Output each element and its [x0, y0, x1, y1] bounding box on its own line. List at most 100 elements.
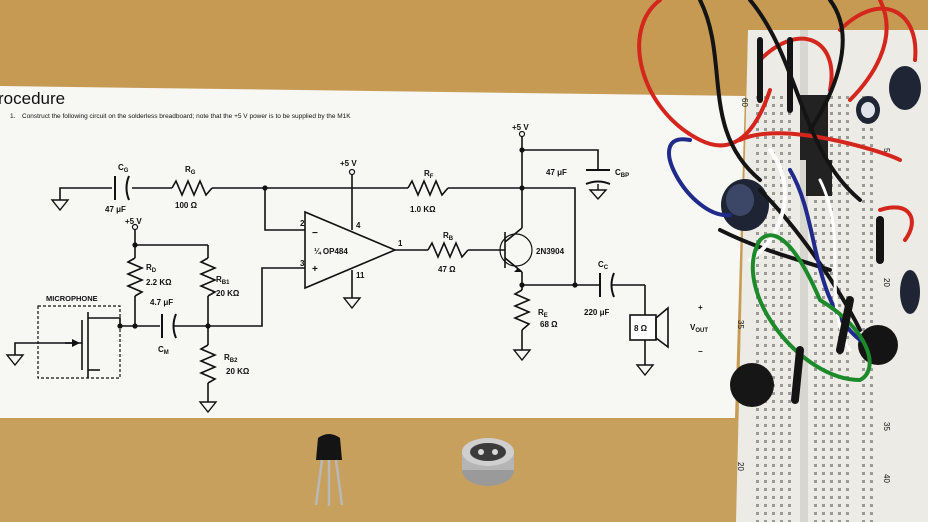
breadboard-hole — [756, 256, 759, 259]
breadboard-hole — [780, 392, 783, 395]
breadboard-hole — [846, 360, 849, 363]
breadboard-hole — [830, 232, 833, 235]
breadboard-hole — [846, 160, 849, 163]
breadboard-hole — [780, 424, 783, 427]
breadboard-hole — [870, 240, 873, 243]
breadboard-hole — [814, 456, 817, 459]
breadboard-hole — [870, 512, 873, 515]
breadboard-hole — [846, 264, 849, 267]
breadboard-hole — [822, 464, 825, 467]
breadboard-hole — [780, 280, 783, 283]
breadboard-hole — [870, 304, 873, 307]
breadboard-hole — [870, 400, 873, 403]
breadboard-hole — [780, 288, 783, 291]
breadboard-hole — [756, 480, 759, 483]
breadboard-hole — [862, 408, 865, 411]
row-label-20b: 20 — [736, 462, 745, 471]
breadboard-hole — [846, 368, 849, 371]
breadboard-hole — [870, 312, 873, 315]
breadboard-hole — [862, 224, 865, 227]
breadboard-hole — [814, 368, 817, 371]
step-number: 1. — [10, 113, 16, 120]
breadboard-hole — [830, 264, 833, 267]
breadboard-hole — [846, 152, 849, 155]
breadboard-hole — [780, 496, 783, 499]
breadboard-hole — [764, 456, 767, 459]
breadboard-hole — [846, 384, 849, 387]
breadboard-hole — [862, 432, 865, 435]
breadboard-hole — [780, 128, 783, 131]
breadboard-hole — [788, 120, 791, 123]
row-label-40: 40 — [882, 474, 891, 483]
breadboard-hole — [780, 400, 783, 403]
breadboard-hole — [814, 512, 817, 515]
breadboard-hole — [830, 224, 833, 227]
breadboard-hole — [764, 352, 767, 355]
breadboard-hole — [780, 352, 783, 355]
breadboard-hole — [870, 216, 873, 219]
breadboard-hole — [756, 312, 759, 315]
breadboard-hole — [830, 480, 833, 483]
breadboard-hole — [764, 272, 767, 275]
breadboard-hole — [838, 512, 841, 515]
breadboard-hole — [822, 488, 825, 491]
board-buzzer — [730, 363, 774, 407]
breadboard-hole — [780, 368, 783, 371]
breadboard-hole — [870, 192, 873, 195]
breadboard-hole — [788, 472, 791, 475]
breadboard-hole — [838, 216, 841, 219]
breadboard-hole — [838, 496, 841, 499]
breadboard-hole — [830, 128, 833, 131]
breadboard-hole — [814, 360, 817, 363]
breadboard-hole — [756, 432, 759, 435]
breadboard-hole — [838, 520, 841, 522]
breadboard-hole — [764, 136, 767, 139]
breadboard-hole — [830, 496, 833, 499]
rb1-label: R — [216, 275, 222, 284]
breadboard-hole — [756, 112, 759, 115]
svg-text:RB: RB — [443, 231, 454, 242]
breadboard-hole — [814, 472, 817, 475]
breadboard-hole — [756, 496, 759, 499]
breadboard-hole — [846, 208, 849, 211]
breadboard-hole — [788, 232, 791, 235]
pin1: 1 — [398, 239, 403, 248]
breadboard-hole — [830, 112, 833, 115]
breadboard-hole — [772, 512, 775, 515]
breadboard-hole — [830, 504, 833, 507]
breadboard-hole — [756, 280, 759, 283]
breadboard-hole — [838, 416, 841, 419]
breadboard-hole — [788, 384, 791, 387]
breadboard-hole — [780, 256, 783, 259]
breadboard-hole — [846, 168, 849, 171]
breadboard-hole — [780, 184, 783, 187]
breadboard-hole — [846, 504, 849, 507]
breadboard-hole — [846, 224, 849, 227]
rf-sub: F — [430, 174, 434, 180]
breadboard-hole — [830, 456, 833, 459]
breadboard-hole — [788, 144, 791, 147]
breadboard-hole — [862, 504, 865, 507]
speaker-symbol — [629, 314, 657, 341]
breadboard-hole — [788, 408, 791, 411]
vout-sub: OUT — [695, 328, 708, 334]
breadboard-hole — [756, 320, 759, 323]
breadboard-hole — [756, 152, 759, 155]
breadboard-hole — [772, 160, 775, 163]
jumper-wires — [637, 0, 918, 404]
breadboard-hole — [788, 272, 791, 275]
breadboard-hole — [756, 160, 759, 163]
rd-sub: D — [152, 268, 157, 274]
breadboard-hole — [838, 472, 841, 475]
breadboard-hole — [870, 416, 873, 419]
breadboard-hole — [780, 312, 783, 315]
opamp-minus: − — [312, 228, 318, 239]
breadboard-hole — [788, 520, 791, 522]
breadboard-hole — [772, 424, 775, 427]
breadboard-hole — [772, 280, 775, 283]
breadboard-hole — [788, 368, 791, 371]
breadboard-hole — [780, 160, 783, 163]
breadboard-hole — [870, 376, 873, 379]
breadboard-hole — [814, 208, 817, 211]
svg-text:CC: CC — [598, 260, 609, 271]
